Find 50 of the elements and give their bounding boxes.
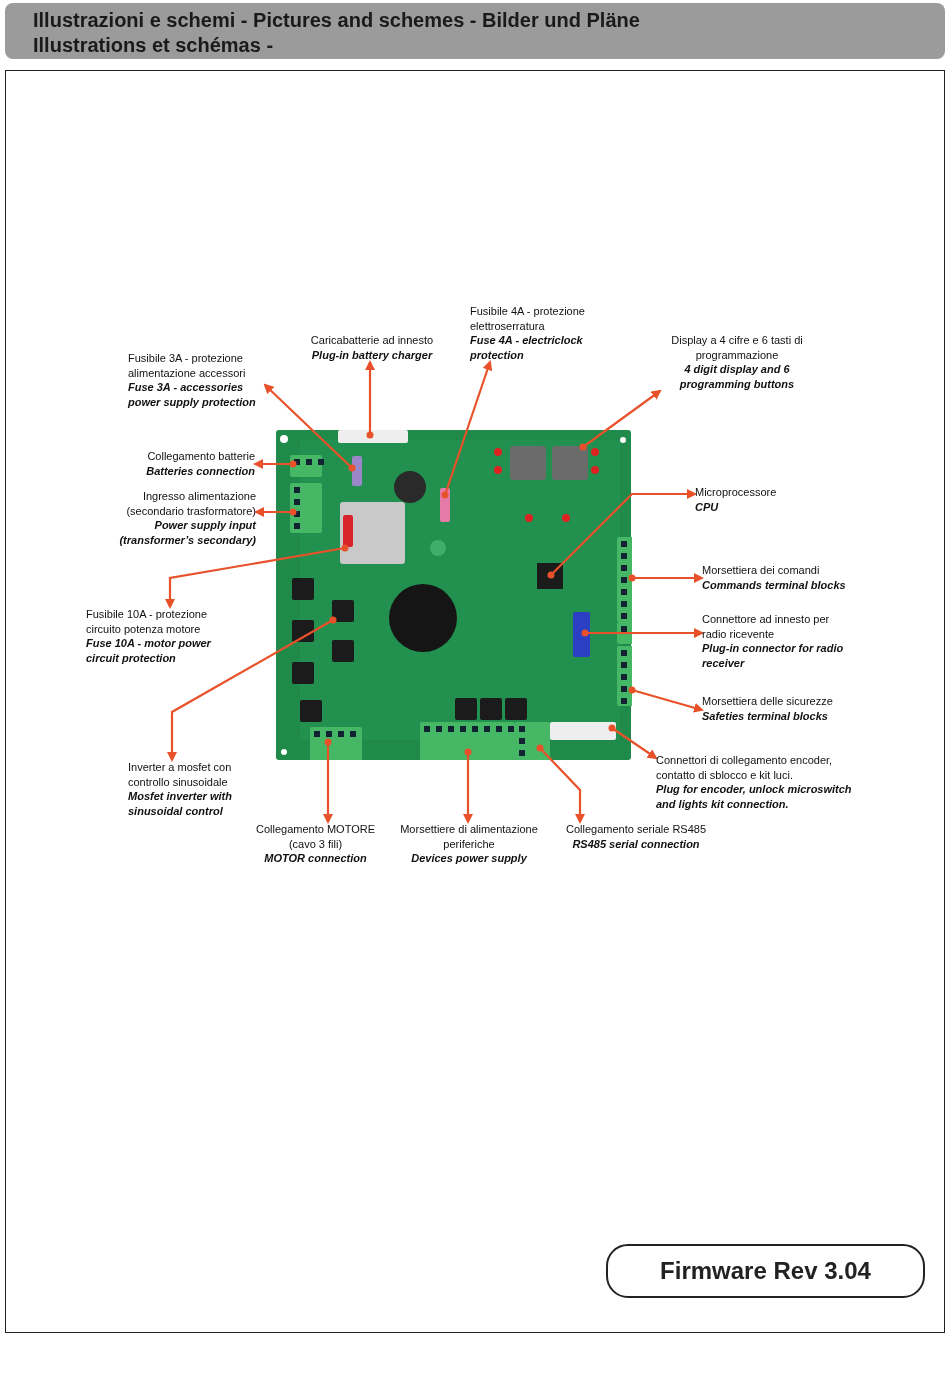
leader-line — [463, 748, 473, 824]
leader-line — [253, 459, 297, 469]
firmware-badge: Firmware Rev 3.04 — [606, 1244, 925, 1298]
page-title: Illustrazioni e schemi - Pictures and schemes - Bilder und Pläne Illustrations et schémas - — [33, 8, 641, 58]
leader-line — [441, 360, 493, 499]
callout-label: Collegamento MOTORE (cavo 3 fili) — [255, 822, 376, 851]
callout-label: Collegamento batterie — [146, 449, 255, 464]
leader-line — [579, 389, 662, 451]
callout-translation: CPU — [695, 499, 720, 514]
callout-translation: Plug for encoder, unlock microswitch and lights kit connection. — [656, 782, 853, 811]
callout-label: Ingresso alimentazione (secondario trasformatore) — [125, 489, 256, 518]
leader-line — [254, 507, 297, 517]
callout-translation: Fuse 10A - motor power circuit protection — [86, 636, 213, 665]
callout-translation: Plug-in connector for radio receiver — [702, 641, 845, 670]
callout-label: Morsettiera dei comandi — [702, 563, 821, 578]
callout-label: Microprocessore — [695, 485, 778, 500]
callout-translation: Safeties terminal blocks — [702, 708, 829, 723]
callout-label: Connettore ad innesto per radio ricevente — [702, 612, 831, 641]
callout-translation: Fuse 4A - electriclock protection — [470, 333, 584, 362]
callout-label: Caricabatterie ad innesto — [309, 333, 435, 348]
leader-line — [323, 738, 333, 824]
leader-line — [263, 383, 356, 472]
leader-line — [628, 573, 704, 583]
callout-label: Fusibile 3A - protezione alimentazione accessori — [128, 351, 247, 380]
callout-translation: Commands terminal blocks — [702, 577, 847, 592]
callout-translation: Mosfet inverter with sinusoidal control — [128, 789, 233, 818]
leader-line — [628, 686, 704, 713]
callout-label: Fusibile 10A - protezione circuito potenza motore — [86, 607, 209, 636]
leader-line — [167, 616, 337, 762]
callout-label: Fusibile 4A - protezione elettroserratura — [470, 304, 586, 333]
leader-line — [165, 544, 349, 609]
leader-line — [365, 360, 375, 439]
leader-line — [608, 724, 658, 760]
callout-translation: Devices power supply — [410, 851, 528, 866]
callout-label: Morsettiere di alimentazione periferiche — [399, 822, 539, 851]
callout-translation: Plug-in battery charger — [310, 347, 434, 362]
callout-label: Display a 4 cifre e 6 tasti di programmazione — [670, 333, 804, 362]
callout-label: Collegamento seriale RS485 — [565, 822, 707, 837]
callout-translation: Power supply input (transformer’s secondary) — [118, 518, 256, 547]
callout-translation: Fuse 3A - accessories power supply protection — [128, 380, 257, 409]
callout-translation: RS485 serial connection — [571, 836, 701, 851]
callout-label: Morsettiera delle sicurezze — [702, 694, 834, 709]
callout-label: Inverter a mosfet con controllo sinusoidale — [128, 760, 233, 789]
leader-line — [547, 489, 697, 579]
callout-translation: MOTOR connection — [263, 851, 368, 866]
callout-label: Connettori di collegamento encoder, contatto di sblocco e kit luci. — [656, 753, 834, 782]
leader-line — [536, 744, 585, 824]
callout-translation: Batteries connection — [145, 463, 255, 478]
leader-line — [581, 628, 704, 638]
callout-translation: 4 digit display and 6 programming buttons — [678, 362, 796, 391]
